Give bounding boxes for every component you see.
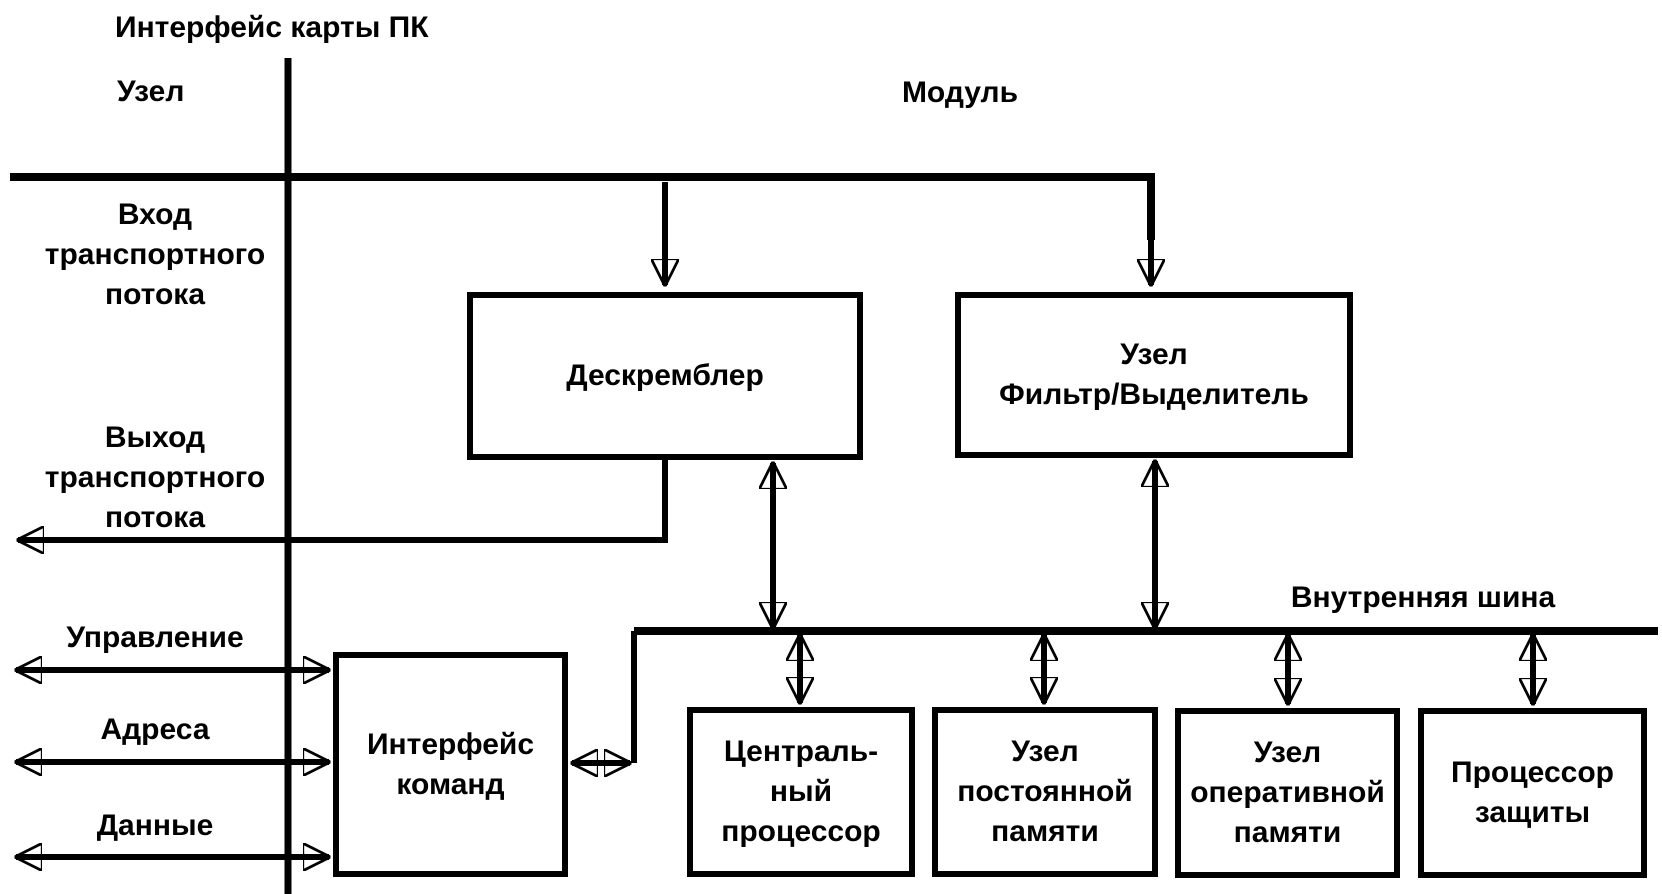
pc-card-interface-label: Интерфейс карты ПК [115, 11, 429, 44]
transport-output-label: Выход транспортного потока [25, 418, 285, 538]
descrambler-box-label: Дескремблер [566, 359, 764, 392]
security-processor-box: Процессор защиты [1418, 708, 1647, 878]
ram-node-box: Узел оперативной памяти [1175, 708, 1400, 878]
command-interface-box-line1: Интерфейс [366, 727, 535, 761]
ram-node-box-line1: Узел [1253, 736, 1322, 769]
ram-node-box-line2: оперативной [1190, 776, 1385, 809]
control-label: Управление [66, 621, 244, 654]
descrambler-box: Дескремблер [467, 292, 863, 460]
ram-node-box-line3: памяти [1233, 816, 1342, 849]
transport-output-line [18, 456, 668, 540]
rom-node-box: Узел постоянной памяти [932, 707, 1158, 877]
node-side-label: Узел [117, 75, 185, 108]
cpu-box: Централь- ный процессор [687, 707, 915, 877]
rom-node-box-line3: памяти [991, 815, 1099, 848]
filter-extractor-box-line2: Фильтр/Выделитель [999, 378, 1309, 411]
rom-node-box-line1: Узел [1011, 735, 1079, 768]
transport-input-label-line1: Вход [117, 198, 193, 231]
internal-bus-label: Внутренняя шина [1290, 581, 1556, 614]
transport-output-label-line2: транспортного [44, 461, 266, 494]
rom-node-box-line2: постоянной [957, 775, 1133, 808]
filter-extractor-box: Узел Фильтр/Выделитель [955, 292, 1353, 458]
transport-output-label-line1: Выход [104, 421, 206, 454]
security-processor-box-line1: Процессор [1451, 756, 1614, 789]
cpu-box-line3: процессор [721, 815, 881, 848]
transport-input-label-line3: потока [104, 278, 206, 311]
addresses-label: Адреса [100, 713, 210, 746]
cpu-box-line2: ный [769, 775, 833, 808]
transport-output-label-line3: потока [104, 501, 206, 534]
cpu-box-line1: Централь- [723, 735, 879, 768]
transport-input-label-line2: транспортного [44, 238, 266, 271]
filter-extractor-box-line1: Узел [1120, 338, 1188, 371]
command-interface-box-line2: команд [396, 767, 505, 801]
security-processor-box-line2: защиты [1474, 796, 1591, 829]
data-label: Данные [96, 809, 214, 842]
transport-input-label: Вход транспортного потока [25, 195, 285, 315]
module-side-label: Модуль [901, 76, 1019, 109]
command-interface-box: Интерфейс команд [333, 652, 568, 877]
